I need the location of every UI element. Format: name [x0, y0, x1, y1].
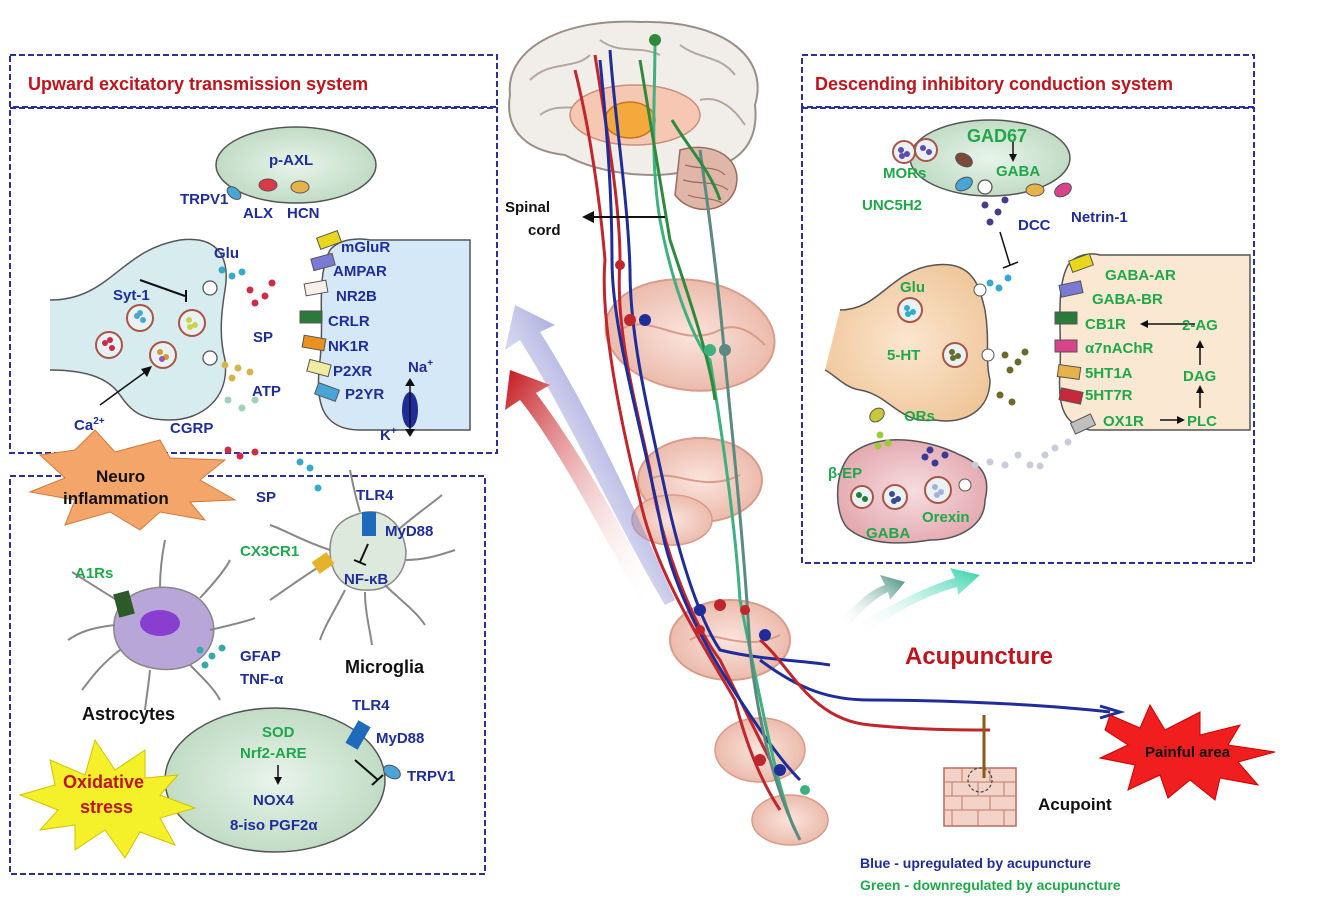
iso-label: 8-iso PGF2α	[230, 817, 318, 834]
oxidative-burst	[18, 738, 197, 859]
trpv1b-label: TRPV1	[407, 768, 455, 785]
5ht7r-label: 5HT7R	[1085, 387, 1133, 404]
neuro-label: Neuro	[96, 467, 145, 486]
upward-labels: p-AXL TRPV1 ALX HCN Glu Syt-1 SP ATP CGR…	[74, 152, 433, 444]
upward-cells	[49, 126, 471, 431]
astrocyte-cell	[67, 539, 256, 711]
painful-area-label: Painful area	[1145, 744, 1231, 761]
spinal-cord-arrow	[582, 211, 665, 223]
acupuncture-afferents	[759, 638, 1126, 732]
ox1r-label: OX1R	[1103, 413, 1144, 430]
plc-label: PLC	[1187, 413, 1217, 430]
cord-label: cord	[528, 222, 561, 239]
astrocytes-label: Astrocytes	[82, 704, 175, 724]
netrin-label: Netrin-1	[1071, 209, 1128, 226]
tnf-label: TNF-α	[240, 671, 284, 688]
atp-label: ATP	[252, 383, 281, 400]
myd88-label: MyD88	[385, 523, 433, 540]
cx3cr1-label: CX3CR1	[240, 543, 299, 560]
unc5h2-label: UNC5H2	[862, 197, 922, 214]
legend-green: Green - downregulated by acupuncture	[860, 877, 1121, 893]
legend-blue: Blue - upregulated by acupuncture	[860, 855, 1091, 871]
microglia-label: Microglia	[345, 657, 425, 677]
tract-nodes	[615, 34, 810, 795]
inflammation-label: inflammation	[63, 489, 169, 508]
nfkb-label: NF-κB	[344, 571, 388, 588]
na-label: Na+	[408, 358, 433, 376]
myd88b-label: MyD88	[376, 730, 424, 747]
sod-label: SOD	[262, 724, 295, 741]
glu-label: Glu	[214, 245, 239, 262]
brain	[508, 20, 759, 211]
5ht-label: 5-HT	[887, 347, 920, 364]
descending-title: Descending inhibitory conduction system	[815, 74, 1173, 94]
k-label: K+	[380, 426, 397, 444]
ascending-arrows	[505, 305, 980, 632]
neuroinflammation-burst	[28, 429, 237, 531]
tlr4b-label: TLR4	[352, 697, 390, 714]
mors-label: MORs	[883, 165, 926, 182]
nk1r-label: NK1R	[328, 338, 369, 355]
neuroinflammation-labels: Neuro inflammation SP TLR4 MyD88 CX3CR1 …	[63, 467, 455, 834]
p2yr-label: P2YR	[345, 386, 384, 403]
ca-label: Ca2+	[74, 416, 105, 434]
gaba-br-label: GABA-BR	[1092, 291, 1163, 308]
gaba-bottom-label: GABA	[866, 525, 910, 542]
acupoint-skin	[943, 715, 1017, 827]
gad67-label: GAD67	[967, 126, 1027, 146]
gfap-label: GFAP	[240, 648, 281, 665]
gaba-ar-label: GABA-AR	[1105, 267, 1176, 284]
orexin-label: Orexin	[922, 509, 970, 526]
dag-label: DAG	[1183, 368, 1216, 385]
a7nachr-label: α7nAChR	[1085, 340, 1154, 357]
5ht1a-label: 5HT1A	[1085, 365, 1133, 382]
trpv1-label: TRPV1	[180, 191, 228, 208]
syt1-label: Syt-1	[113, 287, 150, 304]
upward-receptors	[99, 178, 418, 437]
nox4-label: NOX4	[253, 792, 295, 809]
stress-label: stress	[80, 797, 133, 817]
ors-label: ORs	[904, 408, 935, 425]
ampar-label: AMPAR	[333, 263, 387, 280]
upward-transmitters	[218, 266, 322, 492]
p-axl-label: p-AXL	[269, 152, 313, 169]
sp-label: SP	[253, 329, 273, 346]
p2xr-label: P2XR	[333, 363, 372, 380]
crlr-label: CRLR	[328, 313, 370, 330]
painful-area-burst	[1098, 703, 1276, 801]
sp2-label: SP	[256, 489, 276, 506]
legend: Blue - upregulated by acupuncture Green …	[860, 855, 1121, 893]
acupoint-label: Acupoint	[1038, 795, 1112, 814]
nrf2-label: Nrf2-ARE	[240, 745, 307, 762]
descending-cells	[824, 119, 1251, 544]
2ag-label: 2-AG	[1182, 317, 1218, 334]
panel-boxes	[9, 54, 1255, 875]
upward-title: Upward excitatory transmission system	[28, 74, 368, 94]
cb1r-label: CB1R	[1085, 316, 1126, 333]
hcn-label: HCN	[287, 205, 320, 222]
spinal-label: Spinal	[505, 199, 550, 216]
nr2b-label: NR2B	[336, 288, 377, 305]
acupuncture-label: Acupuncture	[905, 643, 1053, 670]
microglia-cell	[269, 469, 456, 646]
cgrp-label: CGRP	[170, 420, 213, 437]
dcc-label: DCC	[1018, 217, 1051, 234]
mglur-label: mGluR	[341, 239, 390, 256]
oxidative-label: Oxidative	[63, 772, 144, 792]
center-labels: Spinal cord Acupuncture Painful area Acu…	[505, 199, 1231, 814]
nerve-tracts	[573, 39, 831, 841]
tlr4-label: TLR4	[356, 487, 394, 504]
alx-label: ALX	[243, 205, 273, 222]
a1rs-label: A1Rs	[75, 565, 113, 582]
descending-labels: GAD67 GABA MORs UNC5H2 DCC Netrin-1 Glu …	[828, 126, 1218, 542]
gaba-top-label: GABA	[996, 163, 1040, 180]
glu2-label: Glu	[900, 279, 925, 296]
beta-ep-label: β-EP	[828, 465, 862, 482]
